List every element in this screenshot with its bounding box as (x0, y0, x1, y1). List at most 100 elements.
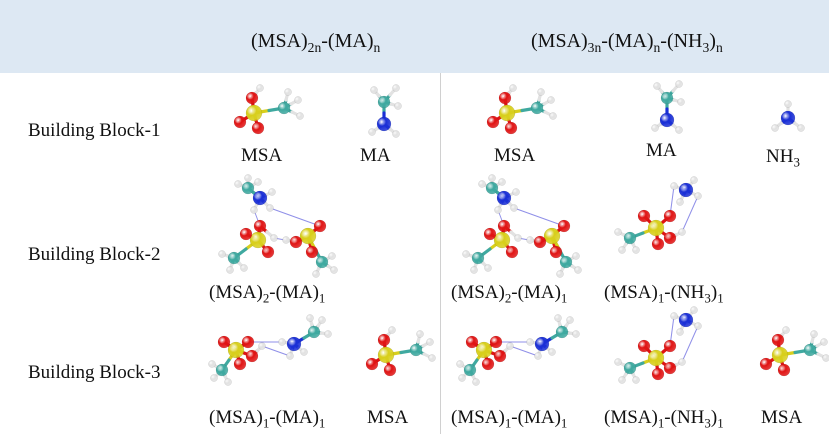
oxygen-atom (261, 245, 275, 259)
nitrogen-atom (534, 336, 550, 352)
hydrogen-atom (258, 342, 266, 350)
oxygen-atom (251, 121, 265, 135)
oxygen-atom (777, 363, 791, 377)
hydrogen-atom (676, 328, 684, 336)
carbon-atom (623, 361, 637, 375)
sulfur-atom (299, 227, 317, 245)
carbon-atom (277, 101, 291, 115)
oxygen-atom (637, 209, 651, 223)
hydrogen-atom (678, 358, 686, 366)
hydrogen-atom (771, 124, 779, 132)
sulfur-atom (771, 346, 789, 364)
caption-b3-cluster-left: (MSA)1-(MA)1 (209, 407, 326, 431)
hydrogen-atom (690, 306, 698, 314)
molecule-msa-b3-left (365, 326, 436, 377)
hydrogen-atom (330, 266, 338, 274)
nitrogen-atom (780, 110, 796, 126)
hydrogen-atom (822, 354, 829, 362)
hydrogen-bond (261, 345, 291, 357)
hydrogen-atom (526, 338, 534, 346)
hydrogen-atom (498, 178, 506, 186)
sulfur-atom (647, 219, 665, 237)
oxygen-atom (377, 333, 391, 347)
carbon-atom (471, 251, 485, 265)
hydrogen-atom (549, 112, 557, 120)
caption-b3-cluster-mid: (MSA)1-(MA)1 (451, 407, 568, 431)
oxygen-atom (498, 91, 512, 105)
molecule-cluster-b2-right (614, 176, 702, 254)
hydrogen-atom (554, 314, 562, 322)
hydrogen-atom (324, 330, 332, 338)
hydrogen-atom (266, 204, 274, 212)
hydrogen-atom (782, 326, 790, 334)
molecule-cluster-b3-right (614, 306, 702, 384)
hydrogen-atom (294, 96, 302, 104)
nitrogen-atom (376, 116, 392, 132)
oxygen-atom (663, 361, 677, 375)
hydrogen-atom (318, 316, 326, 324)
oxygen-atom (771, 333, 785, 347)
oxygen-atom (233, 115, 247, 129)
oxygen-atom (663, 209, 677, 223)
sulfur-atom (227, 341, 245, 359)
hydrogen-atom (512, 188, 520, 196)
hydrogen-atom (224, 378, 232, 386)
hydrogen-atom (234, 180, 242, 188)
oxygen-atom (493, 349, 507, 363)
sulfur-atom (377, 346, 395, 364)
hydrogen-atom (208, 360, 216, 368)
oxygen-atom (289, 235, 303, 249)
hydrogen-atom (651, 124, 659, 132)
oxygen-atom (217, 335, 231, 349)
hydrogen-atom (618, 246, 626, 254)
hydrogen-atom (618, 376, 626, 384)
hydrogen-atom (820, 338, 828, 346)
hydrogen-atom (456, 360, 464, 368)
hydrogen-bond (269, 207, 321, 227)
hydrogen-atom (306, 314, 314, 322)
oxygen-atom (489, 335, 503, 349)
oxygen-atom (486, 115, 500, 129)
carbon-atom (623, 231, 637, 245)
hydrogen-atom (675, 126, 683, 134)
row-label-1: Building Block-1 (28, 120, 161, 141)
carbon-atom (227, 251, 241, 265)
header-formula-2: (MSA)3n-(MA)n-(NH3)n (531, 30, 723, 55)
molecule-msa-b1-right (486, 84, 557, 135)
oxygen-atom (637, 339, 651, 353)
caption-b1-msa-left: MSA (241, 145, 283, 166)
hydrogen-atom (388, 326, 396, 334)
oxygen-atom (663, 339, 677, 353)
nitrogen-atom (286, 336, 302, 352)
row-label-2: Building Block-2 (28, 244, 161, 265)
hydrogen-atom (254, 178, 262, 186)
carbon-atom (377, 95, 391, 109)
hydrogen-atom (572, 330, 580, 338)
hydrogen-bond (509, 345, 539, 357)
oxygen-atom (241, 335, 255, 349)
hydrogen-atom (690, 176, 698, 184)
hydrogen-atom (392, 130, 400, 138)
hydrogen-atom (784, 100, 792, 108)
hydrogen-atom (368, 128, 376, 136)
caption-b3-cluster-right: (MSA)1-(NH3)1 (604, 407, 724, 431)
hydrogen-atom (675, 80, 683, 88)
oxygen-atom (557, 219, 571, 233)
hydrogen-atom (416, 330, 424, 338)
hydrogen-atom (534, 352, 542, 360)
sulfur-atom (475, 341, 493, 359)
hydrogen-atom (566, 316, 574, 324)
hydrogen-atom (514, 234, 522, 242)
nitrogen-atom (678, 182, 694, 198)
column-divider (440, 73, 441, 434)
hydrogen-atom (270, 234, 278, 242)
hydrogen-atom (694, 322, 702, 330)
oxygen-atom (481, 357, 495, 371)
oxygen-atom (549, 245, 563, 259)
oxygen-atom (365, 357, 379, 371)
oxygen-atom (465, 335, 479, 349)
hydrogen-atom (268, 188, 276, 196)
hydrogen-atom (632, 376, 640, 384)
oxygen-atom (245, 91, 259, 105)
sulfur-atom (493, 231, 511, 249)
